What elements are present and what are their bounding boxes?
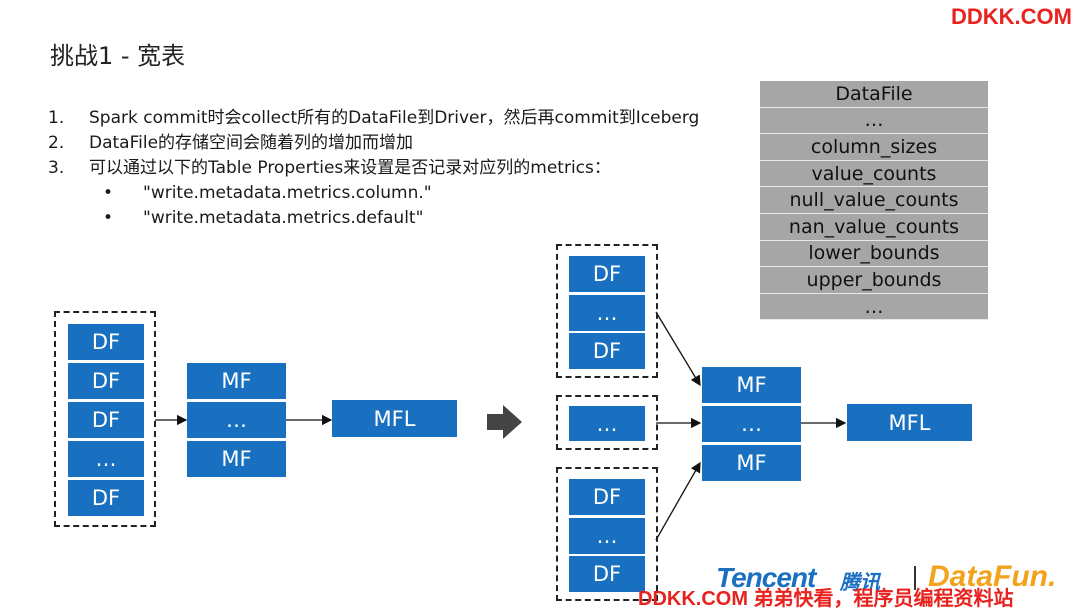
- df-box: …: [68, 441, 144, 477]
- right-df-group-3: [556, 467, 658, 601]
- df-box: DF: [68, 402, 144, 438]
- list-text: Spark commit时会collect所有的DataFile到Driver，…: [89, 108, 700, 128]
- list-number: 2.: [48, 133, 65, 153]
- list-number: 3.: [48, 158, 65, 178]
- df-box: DF: [569, 556, 645, 592]
- left-df-group: [54, 311, 156, 527]
- right-df-group-1: [556, 244, 658, 378]
- table-row: DataFile: [760, 81, 988, 108]
- table-row: nan_value_counts: [760, 213, 988, 241]
- mf-box: MF: [702, 367, 801, 403]
- logo-divider: [914, 566, 916, 590]
- mf-box: MF: [187, 363, 286, 399]
- bullet-dot: •: [103, 183, 114, 203]
- df-box: DF: [569, 333, 645, 369]
- list-text: DataFile的存储空间会随着列的增加而增加: [89, 133, 414, 153]
- df-box: DF: [68, 480, 144, 516]
- table-row: column_sizes: [760, 134, 988, 161]
- list-number: 1.: [48, 108, 65, 128]
- tencent-logo: Tencent: [716, 562, 816, 593]
- mf-box: …: [187, 402, 286, 438]
- table-row: …: [760, 107, 988, 135]
- table-row: upper_bounds: [760, 267, 988, 294]
- df-box: DF: [68, 324, 144, 360]
- transition-arrow-icon: [487, 405, 522, 439]
- arrow-group1-to-mf: [655, 311, 701, 387]
- mfl-box: MFL: [847, 404, 972, 441]
- arrow-group3-to-mf: [655, 461, 701, 541]
- table-row: …: [760, 293, 988, 321]
- page-title: 挑战1 - 宽表: [50, 42, 186, 70]
- bullet-dot: •: [103, 208, 114, 228]
- df-box: …: [569, 295, 645, 331]
- datafun-logo: DataFun.: [928, 560, 1057, 593]
- datafile-fields-table: DataFile … column_sizes value_counts nul…: [760, 81, 988, 321]
- table-row: value_counts: [760, 160, 988, 188]
- watermark-bottom: DDKK.COM 弟弟快看，程序员编程资料站: [638, 588, 1014, 610]
- table-row: lower_bounds: [760, 240, 988, 268]
- df-box: DF: [68, 363, 144, 399]
- table-row: null_value_counts: [760, 187, 988, 214]
- watermark-top: DDKK.COM: [951, 4, 1072, 29]
- df-box: DF: [569, 479, 645, 515]
- mfl-box: MFL: [332, 400, 457, 437]
- tencent-cn-logo: 腾讯: [840, 572, 880, 594]
- mf-box: MF: [187, 441, 286, 477]
- df-box: …: [569, 518, 645, 554]
- list-text: 可以通过以下的Table Properties来设置是否记录对应列的metric…: [89, 158, 611, 178]
- mf-box: MF: [702, 445, 801, 481]
- mf-box: …: [702, 406, 801, 442]
- bullet-text: "write.metadata.metrics.column.": [143, 183, 432, 203]
- df-box: …: [569, 406, 645, 441]
- right-df-group-2: [556, 395, 658, 450]
- bullet-text: "write.metadata.metrics.default": [143, 208, 424, 228]
- df-box: DF: [569, 256, 645, 292]
